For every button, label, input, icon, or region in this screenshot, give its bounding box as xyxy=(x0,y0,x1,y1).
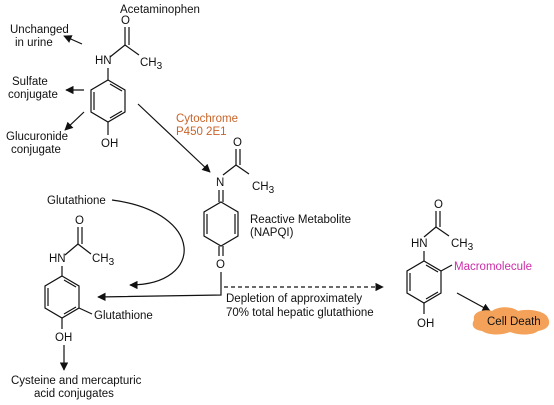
conjugate-amide-nh: HN xyxy=(49,253,66,265)
cytochrome-label-line2: P450 2E1 xyxy=(176,126,227,138)
napqi-nitrogen: N xyxy=(216,177,224,189)
bond xyxy=(222,164,237,176)
glutathione-label: Glutathione xyxy=(47,195,106,207)
bond xyxy=(77,243,92,255)
acetaminophen-structure: Acetaminophen O CH3 HN OH xyxy=(90,4,200,150)
reactive-metabolite-label-line2: (NAPQI) xyxy=(250,227,294,239)
macromolecule-label: Macromolecule xyxy=(454,261,532,273)
adduct-carbonyl-oxygen: O xyxy=(434,199,443,211)
bond xyxy=(124,44,140,56)
glutathione-curved-arrow xyxy=(111,199,185,290)
adduct-amide-nh: HN xyxy=(411,238,428,250)
bond xyxy=(63,279,77,288)
carbonyl-oxygen: O xyxy=(121,15,130,27)
conjugate-methyl: CH3 xyxy=(92,253,115,268)
benzene-ring xyxy=(90,79,126,123)
cytochrome-label-line1: Cytochrome xyxy=(176,113,238,125)
cell-death-label: Cell Death xyxy=(487,316,541,328)
sulfate-label-line2: conjugate xyxy=(8,89,58,101)
cysteine-label-line1: Cysteine and mercapturic xyxy=(11,375,142,387)
bond xyxy=(63,306,77,315)
glutathione-conjugation: Glutathione Depletion of approximately 7… xyxy=(47,195,384,319)
bond xyxy=(109,83,123,92)
arrow-to-glutathione-conjugate xyxy=(97,272,222,302)
cyp-oxidation: Cytochrome P450 2E1 xyxy=(137,103,238,173)
arrow-to-napqi xyxy=(137,103,211,173)
depletion-label-line1: Depletion of approximately xyxy=(226,293,362,305)
bond xyxy=(109,110,123,119)
bond xyxy=(109,44,126,58)
bond xyxy=(235,164,250,175)
bond xyxy=(435,226,450,237)
napqi-quinone-oxygen: O xyxy=(216,259,225,271)
depletion-label-line2: 70% total hepatic glutathione xyxy=(226,307,374,319)
bond xyxy=(425,291,439,300)
cell-death-blob xyxy=(472,307,550,335)
macromolecule-adduct-structure: O CH3 HN Macromolecule OH xyxy=(406,199,532,330)
amide-nh: HN xyxy=(95,55,112,67)
bond xyxy=(425,264,439,273)
glucuronide-label-line1: Glucuronide xyxy=(6,131,68,143)
sulfate-label-line1: Sulfate xyxy=(12,76,48,88)
arrow-to-cell-death xyxy=(456,292,491,312)
conjugate-carbonyl-oxygen: O xyxy=(75,215,84,227)
adduct-benzene-ring xyxy=(406,260,442,304)
arrow-to-unchanged xyxy=(63,35,83,45)
cell-death-outcome: Cell Death xyxy=(456,292,550,335)
hydroxyl-group: OH xyxy=(101,138,118,150)
cysteine-label-line2: acid conjugates xyxy=(34,388,114,400)
adduct-hydroxyl: OH xyxy=(417,318,434,330)
reactive-metabolite-label-line1: Reactive Metabolite xyxy=(250,214,351,226)
glucuronide-label-line2: conjugate xyxy=(11,144,61,156)
napqi-carbonyl-oxygen: O xyxy=(233,137,242,149)
conjugate-glutathione-label: Glutathione xyxy=(94,310,153,322)
napqi-structure: O CH3 N O Reactive Metabolite (NAPQI) xyxy=(203,137,351,271)
bond xyxy=(440,264,453,272)
bond xyxy=(423,226,437,238)
napqi-methyl: CH3 xyxy=(252,181,275,196)
acetaminophen-label: Acetaminophen xyxy=(120,4,200,16)
quinone-ring xyxy=(203,201,239,247)
bond xyxy=(78,307,93,315)
adduct-methyl: CH3 xyxy=(451,238,474,253)
methyl-group: CH3 xyxy=(140,57,163,72)
arrow-to-glucuronide xyxy=(64,111,85,131)
bond xyxy=(64,243,79,256)
elimination-pathways: Unchanged in urine Sulfate conjugate Glu… xyxy=(6,24,85,156)
unchanged-label-line1: Unchanged xyxy=(10,24,69,36)
glutathione-conjugate-structure: O CH3 HN Glutathione OH Cysteine and mer… xyxy=(11,215,153,400)
conjugate-benzene-ring xyxy=(44,275,80,319)
conjugate-hydroxyl: OH xyxy=(55,332,72,344)
unchanged-label-line2: in urine xyxy=(15,37,53,49)
